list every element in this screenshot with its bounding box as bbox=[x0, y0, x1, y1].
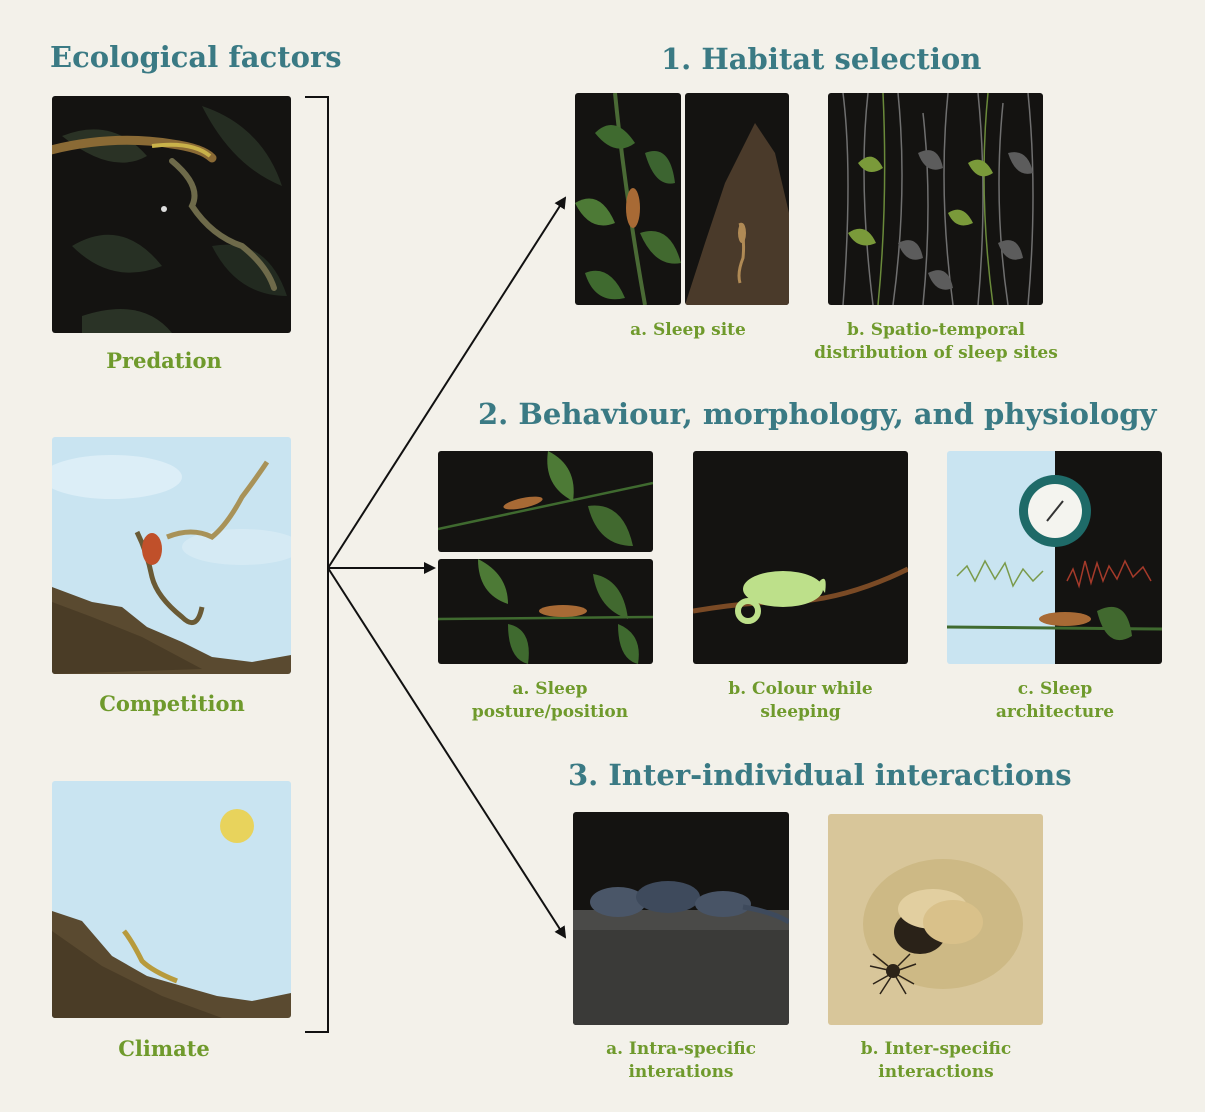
intra-specific-caption-line2: interations bbox=[573, 1061, 789, 1084]
sleep-architecture-caption-line1: c. Sleep bbox=[945, 678, 1165, 701]
heading-ecological-factors: Ecological factors bbox=[50, 40, 342, 74]
inter-specific-caption: b. Inter-specific interactions bbox=[826, 1038, 1046, 1084]
predation-illustration bbox=[52, 96, 291, 333]
competition-caption: Competition bbox=[52, 692, 292, 715]
spatio-temporal-caption: b. Spatio-temporal distribution of sleep… bbox=[812, 319, 1060, 365]
sleep-posture-caption: a. Sleep posture/position bbox=[440, 678, 660, 724]
bracket bbox=[305, 97, 328, 1032]
climate-illustration bbox=[52, 781, 291, 1018]
sleep-site-leaf-illustration bbox=[575, 93, 681, 305]
intra-specific-illustration bbox=[573, 812, 789, 1025]
colour-caption: b. Colour while sleeping bbox=[693, 678, 908, 724]
intra-specific-caption: a. Intra-specific interations bbox=[573, 1038, 789, 1084]
spatio-temporal-caption-line2: distribution of sleep sites bbox=[812, 342, 1060, 365]
sleep-posture-top-illustration bbox=[438, 451, 653, 552]
spatio-temporal-illustration bbox=[828, 93, 1043, 305]
sleep-posture-bottom-illustration bbox=[438, 559, 653, 664]
predation-caption: Predation bbox=[52, 349, 276, 372]
competition-illustration bbox=[52, 437, 291, 674]
inter-specific-caption-line2: interactions bbox=[826, 1061, 1046, 1084]
heading-interactions: 3. Inter-individual interactions bbox=[568, 758, 1072, 792]
sleep-posture-caption-line1: a. Sleep bbox=[440, 678, 660, 701]
sleep-site-caption: a. Sleep site bbox=[588, 319, 788, 342]
colour-caption-line2: sleeping bbox=[693, 701, 908, 724]
inter-specific-illustration bbox=[828, 814, 1043, 1025]
intra-specific-caption-line1: a. Intra-specific bbox=[573, 1038, 789, 1061]
climate-caption: Climate bbox=[52, 1037, 276, 1060]
heading-behaviour: 2. Behaviour, morphology, and physiology bbox=[478, 397, 1156, 431]
sleep-architecture-caption-line2: architecture bbox=[945, 701, 1165, 724]
colour-while-sleeping-illustration bbox=[693, 451, 908, 664]
colour-caption-line1: b. Colour while bbox=[693, 678, 908, 701]
spatio-temporal-caption-line1: b. Spatio-temporal bbox=[812, 319, 1060, 342]
inter-specific-caption-line1: b. Inter-specific bbox=[826, 1038, 1046, 1061]
sleep-architecture-illustration bbox=[947, 451, 1162, 664]
heading-habitat-selection: 1. Habitat selection bbox=[661, 42, 981, 76]
sleep-site-rock-illustration bbox=[685, 93, 789, 305]
sleep-architecture-caption: c. Sleep architecture bbox=[945, 678, 1165, 724]
sleep-posture-caption-line2: posture/position bbox=[440, 701, 660, 724]
